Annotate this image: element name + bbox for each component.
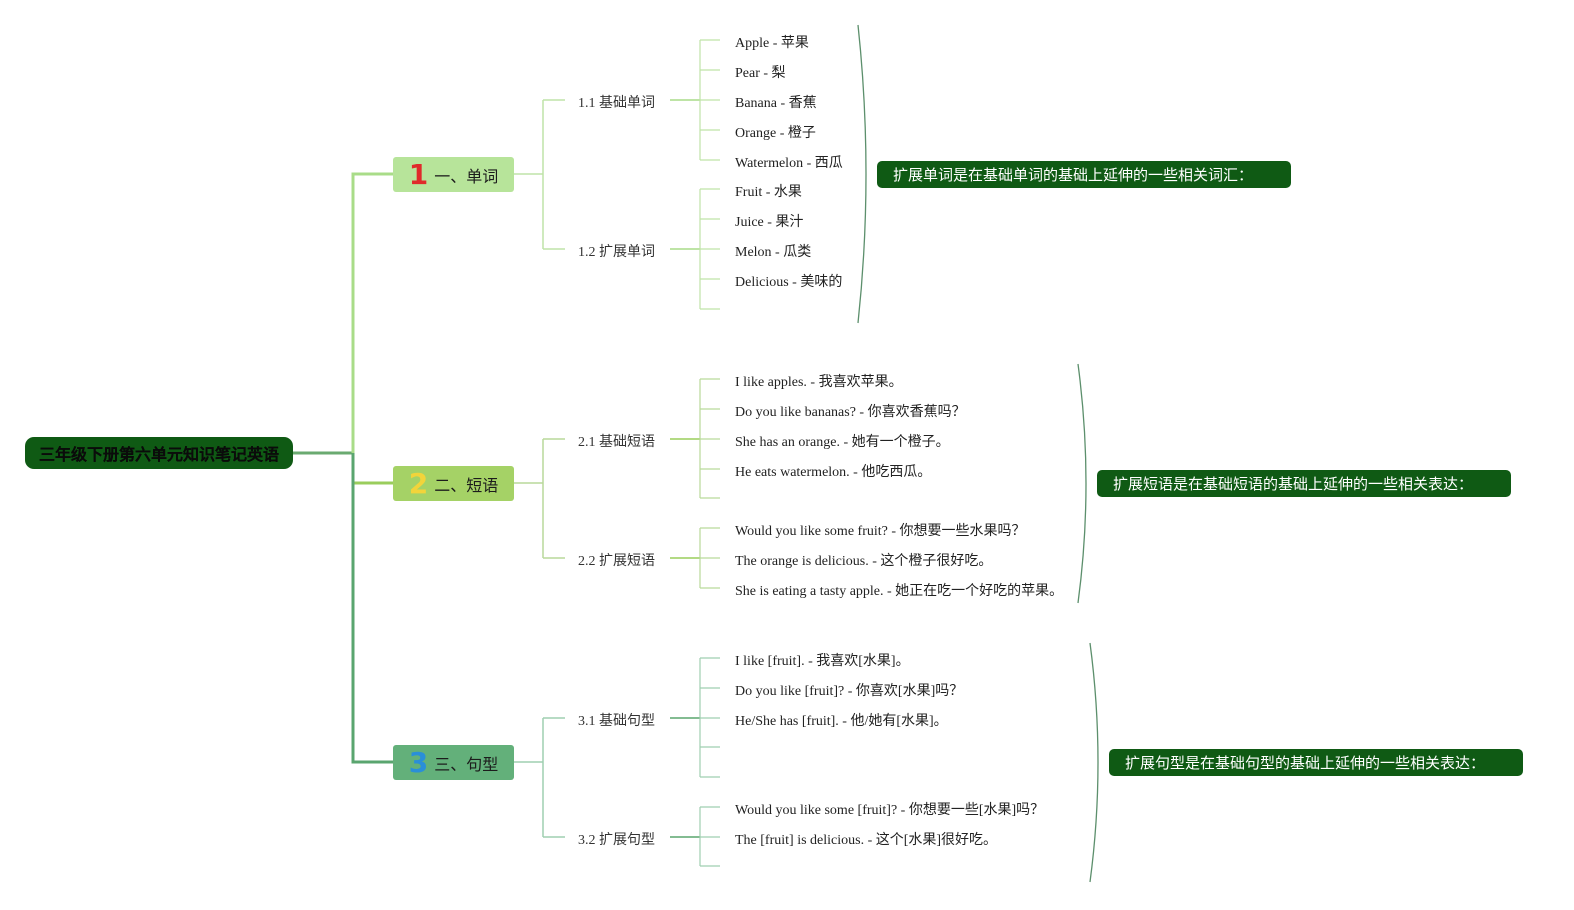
category-label: 一、单词	[434, 166, 499, 186]
connector-line	[351, 453, 393, 485]
root-node[interactable]: 三年级下册第六单元知识笔记英语	[25, 437, 293, 469]
leaf-item[interactable]: He/She has [fruit]. - 他/她有[水果]。	[735, 714, 948, 729]
leaf-item[interactable]: Do you like bananas? - 你喜欢香蕉吗？	[735, 405, 966, 420]
connector-line	[351, 453, 393, 764]
leaf-item[interactable]: Fruit - 水果	[735, 185, 802, 200]
category-label: 二、短语	[434, 475, 499, 495]
connector-line	[1077, 363, 1087, 604]
group-basic-patterns[interactable]: 3.1 基础句型	[578, 714, 655, 729]
number-one-icon: 1	[408, 157, 429, 191]
leaf-item[interactable]: Pear - 梨	[735, 66, 786, 81]
category-node-phrases[interactable]: 2 二、短语	[393, 466, 514, 501]
leaf-item[interactable]: Orange - 橙子	[735, 126, 816, 141]
number-two-icon: 2	[408, 466, 429, 500]
leaf-item[interactable]: Melon - 瓜类	[735, 245, 812, 260]
leaf-item[interactable]: Delicious - 美味的	[735, 275, 843, 290]
category-node-sentence-patterns[interactable]: 3 三、句型	[393, 745, 514, 780]
category-label: 三、句型	[434, 754, 499, 774]
leaf-item[interactable]: Banana - 香蕉	[735, 96, 817, 111]
connector-line	[857, 24, 867, 324]
leaf-item[interactable]: The orange is delicious. - 这个橙子很好吃。	[735, 554, 993, 569]
leaf-item[interactable]: I like apples. - 我喜欢苹果。	[735, 375, 903, 390]
category-node-words[interactable]: 1 一、单词	[393, 157, 514, 192]
leaf-item[interactable]: Apple - 苹果	[735, 36, 809, 51]
summary-phrases[interactable]: 扩展短语是在基础短语的基础上延伸的一些相关表达：	[1097, 470, 1511, 497]
leaf-item[interactable]: She is eating a tasty apple. - 她正在吃一个好吃的…	[735, 584, 1064, 599]
leaf-item[interactable]: Would you like some [fruit]? - 你想要一些[水果]…	[735, 803, 1045, 818]
root-label: 三年级下册第六单元知识笔记英语	[38, 445, 279, 464]
leaf-item[interactable]: Watermelon - 西瓜	[735, 156, 843, 171]
connector-line	[351, 172, 393, 453]
leaf-item[interactable]: He eats watermelon. - 他吃西瓜。	[735, 465, 932, 480]
group-extended-phrases[interactable]: 2.2 扩展短语	[578, 554, 655, 569]
group-extended-words[interactable]: 1.2 扩展单词	[578, 245, 655, 260]
leaf-item[interactable]: I like [fruit]. - 我喜欢[水果]。	[735, 654, 910, 669]
number-three-icon: 3	[408, 745, 429, 779]
group-basic-phrases[interactable]: 2.1 基础短语	[578, 435, 655, 450]
leaf-item[interactable]: Do you like [fruit]? - 你喜欢[水果]吗？	[735, 684, 964, 699]
leaf-item[interactable]: The [fruit] is delicious. - 这个[水果]很好吃。	[735, 833, 998, 848]
group-extended-patterns[interactable]: 3.2 扩展句型	[578, 833, 655, 848]
summary-sentence-patterns[interactable]: 扩展句型是在基础句型的基础上延伸的一些相关表达：	[1109, 749, 1523, 776]
group-basic-words[interactable]: 1.1 基础单词	[578, 96, 655, 111]
summary-words[interactable]: 扩展单词是在基础单词的基础上延伸的一些相关词汇：	[877, 161, 1291, 188]
leaf-item[interactable]: Would you like some fruit? - 你想要一些水果吗？	[735, 524, 1026, 539]
connector-line	[1089, 642, 1099, 883]
leaf-item[interactable]: She has an orange. - 她有一个橙子。	[735, 435, 950, 450]
leaf-item[interactable]: Juice - 果汁	[735, 215, 804, 230]
